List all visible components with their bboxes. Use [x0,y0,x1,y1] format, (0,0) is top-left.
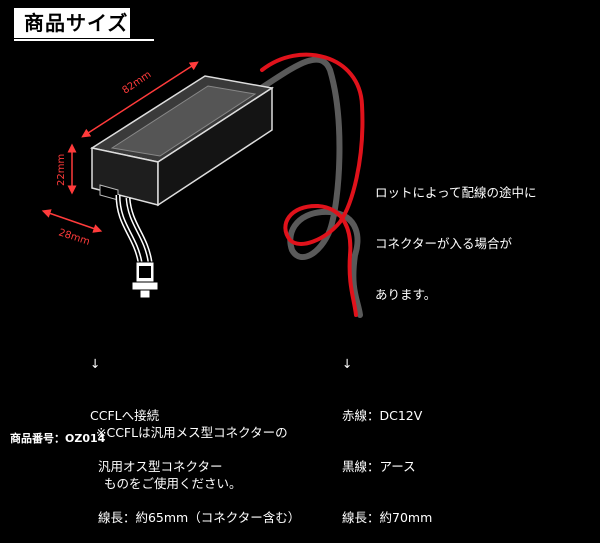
connector-spec-line: CCFLへ接続 [90,408,160,423]
cable-spec: ↓ 赤線：DC12V 黒線：アース 線長：約70mm [342,321,432,543]
cable-spec-line: 線長：約70mm [342,510,433,525]
output-cable [115,194,159,299]
usage-note-line: ものをご使用ください。 [96,476,242,491]
wire-note-line: あります。 [375,287,437,302]
power-cable [252,52,365,318]
dimension-width: 28mm [57,227,91,247]
page-title: 商品サイズ [14,8,130,38]
wire-connector-note: ロットによって配線の途中に コネクターが入る場合が あります。 [375,150,537,320]
product-code: 商品番号：OZ014 [10,432,106,445]
wire-note-line: ロットによって配線の途中に [375,185,537,200]
dimension-length: 82mm [121,69,154,96]
dimension-height: 22mm [56,154,67,186]
dimension-lines [41,61,199,233]
cable-spec-line: 黒線：アース [342,459,416,474]
down-arrow-icon: ↓ [90,356,101,371]
down-arrow-icon: ↓ [342,356,353,371]
title-underline [14,39,154,41]
cable-spec-line: 赤線：DC12V [342,408,423,423]
product-diagram: 82mm 22mm 28mm [41,52,365,318]
usage-note-line: ※CCFLは汎用メス型コネクターの [96,425,288,440]
connector-spec-line: 線長：約65mm（コネクター含む） [90,510,301,525]
wire-note-line: コネクターが入る場合が [375,236,513,251]
inverter-box [90,75,274,207]
